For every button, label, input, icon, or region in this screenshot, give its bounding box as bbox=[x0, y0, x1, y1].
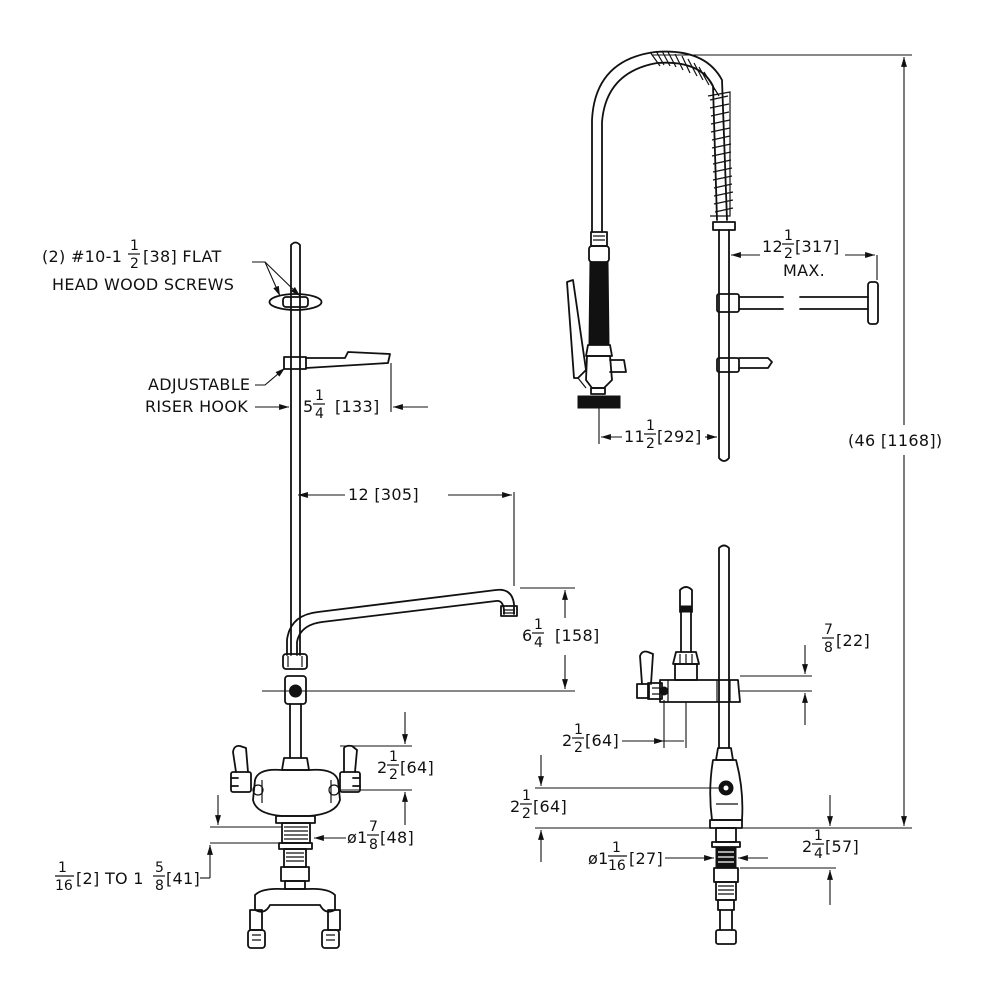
svg-text:6: 6 bbox=[522, 626, 532, 645]
inlet-offset-label: 7 8 [22] bbox=[822, 622, 870, 656]
svg-text:[27]: [27] bbox=[629, 849, 663, 868]
spout-height-label: 6 1 4 [158] bbox=[522, 617, 600, 651]
right-base bbox=[709, 747, 744, 945]
svg-text:MAX.: MAX. bbox=[783, 261, 825, 280]
right-pre-rinse-assembly bbox=[535, 50, 912, 945]
svg-text:1: 1 bbox=[612, 840, 621, 856]
svg-text:1: 1 bbox=[814, 828, 823, 844]
svg-text:5: 5 bbox=[155, 860, 164, 876]
spray-valve bbox=[566, 231, 627, 409]
left-supply-tee bbox=[247, 887, 341, 949]
svg-text:[133]: [133] bbox=[335, 397, 380, 416]
svg-text:[2] TO 1: [2] TO 1 bbox=[76, 869, 144, 888]
svg-text:2: 2 bbox=[574, 740, 583, 756]
shank-length-label: 2 1 4 [57] bbox=[802, 828, 859, 862]
spray-reach-label: 11 1 2 [292] bbox=[624, 418, 702, 452]
dimension-labels: (2) #10-1 1 2 [38] FLAT HEAD WOOD SCREWS… bbox=[42, 228, 942, 894]
wall-bracket-label: 12 1 2 [317] MAX. bbox=[762, 228, 840, 280]
deck-thickness-label: 1 16 [2] TO 1 5 8 [41] bbox=[55, 860, 200, 894]
spout-reach-label: 12 [305] bbox=[348, 485, 419, 504]
svg-text:2: 2 bbox=[130, 256, 139, 272]
add-on-faucet bbox=[636, 586, 741, 703]
svg-text:[64]: [64] bbox=[400, 758, 434, 777]
shank-diameter-label: ø1 1 16 [27] bbox=[588, 840, 663, 874]
svg-text:2: 2 bbox=[510, 797, 520, 816]
svg-text:2: 2 bbox=[377, 758, 387, 777]
svg-text:ø1: ø1 bbox=[347, 828, 368, 847]
svg-text:2: 2 bbox=[646, 436, 655, 452]
riser-hook-note: ADJUSTABLE RISER HOOK bbox=[145, 375, 250, 416]
svg-text:1: 1 bbox=[389, 749, 398, 765]
valve-reach-label: 2 1 2 [64] bbox=[562, 722, 619, 756]
svg-text:1: 1 bbox=[534, 617, 543, 633]
hose-spring bbox=[649, 50, 734, 217]
swing-spout bbox=[286, 588, 518, 656]
svg-text:RISER HOOK: RISER HOOK bbox=[145, 397, 248, 416]
svg-text:8: 8 bbox=[824, 640, 833, 656]
spout-swivel bbox=[282, 653, 308, 705]
overall-height-label: (46 [1168]) bbox=[848, 431, 942, 450]
screws-note: (2) #10-1 1 2 [38] FLAT HEAD WOOD SCREWS bbox=[42, 238, 234, 294]
svg-text:4: 4 bbox=[315, 406, 324, 422]
svg-text:1: 1 bbox=[522, 788, 531, 804]
svg-text:1: 1 bbox=[130, 238, 139, 254]
center-height-label: 2 1 2 [64] bbox=[377, 749, 434, 783]
right-upper-riser bbox=[718, 229, 730, 462]
svg-text:2: 2 bbox=[389, 767, 398, 783]
svg-text:1: 1 bbox=[646, 418, 655, 434]
svg-text:HEAD WOOD SCREWS: HEAD WOOD SCREWS bbox=[52, 275, 234, 294]
svg-text:[57]: [57] bbox=[825, 837, 859, 856]
right-riser-hook bbox=[716, 357, 773, 373]
svg-text:2: 2 bbox=[784, 246, 793, 262]
svg-text:[292]: [292] bbox=[657, 427, 702, 446]
svg-text:7: 7 bbox=[824, 622, 833, 638]
svg-text:8: 8 bbox=[369, 837, 378, 853]
riser-hook bbox=[283, 351, 391, 370]
base-height-label: 2 1 2 [64] bbox=[510, 788, 567, 822]
svg-text:[64]: [64] bbox=[585, 731, 619, 750]
svg-text:1: 1 bbox=[574, 722, 583, 738]
pre-rinse-hose bbox=[591, 50, 728, 233]
svg-text:7: 7 bbox=[369, 819, 378, 835]
left-faucet-assembly bbox=[200, 241, 575, 949]
hook-dimension-label: 5 1 4 [133] bbox=[303, 388, 380, 422]
svg-text:[38] FLAT: [38] FLAT bbox=[143, 247, 222, 266]
left-riser-pole bbox=[290, 241, 301, 656]
svg-text:1: 1 bbox=[315, 388, 324, 404]
svg-text:16: 16 bbox=[55, 878, 73, 894]
svg-text:1: 1 bbox=[58, 860, 67, 876]
left-valve-body bbox=[230, 744, 361, 817]
svg-text:4: 4 bbox=[814, 846, 823, 862]
svg-text:11: 11 bbox=[624, 427, 645, 446]
svg-text:[22]: [22] bbox=[836, 631, 870, 650]
svg-text:4: 4 bbox=[534, 635, 543, 651]
svg-text:[64]: [64] bbox=[533, 797, 567, 816]
svg-text:2: 2 bbox=[522, 806, 531, 822]
svg-text:12: 12 bbox=[762, 237, 783, 256]
svg-text:2: 2 bbox=[562, 731, 572, 750]
svg-text:[317]: [317] bbox=[795, 237, 840, 256]
svg-text:[48]: [48] bbox=[380, 828, 414, 847]
right-lower-riser bbox=[718, 544, 730, 749]
svg-text:(2) #10-1: (2) #10-1 bbox=[42, 247, 122, 266]
svg-text:ø1: ø1 bbox=[588, 849, 609, 868]
svg-text:1: 1 bbox=[784, 228, 793, 244]
svg-text:5: 5 bbox=[303, 397, 313, 416]
svg-text:2: 2 bbox=[802, 837, 812, 856]
wall-bracket bbox=[716, 281, 879, 325]
svg-text:ADJUSTABLE: ADJUSTABLE bbox=[148, 375, 250, 394]
svg-text:[41]: [41] bbox=[166, 869, 200, 888]
flange-diameter-label: ø1 7 8 [48] bbox=[347, 819, 414, 853]
svg-text:16: 16 bbox=[608, 858, 626, 874]
svg-text:[158]: [158] bbox=[555, 626, 600, 645]
svg-text:8: 8 bbox=[155, 878, 164, 894]
